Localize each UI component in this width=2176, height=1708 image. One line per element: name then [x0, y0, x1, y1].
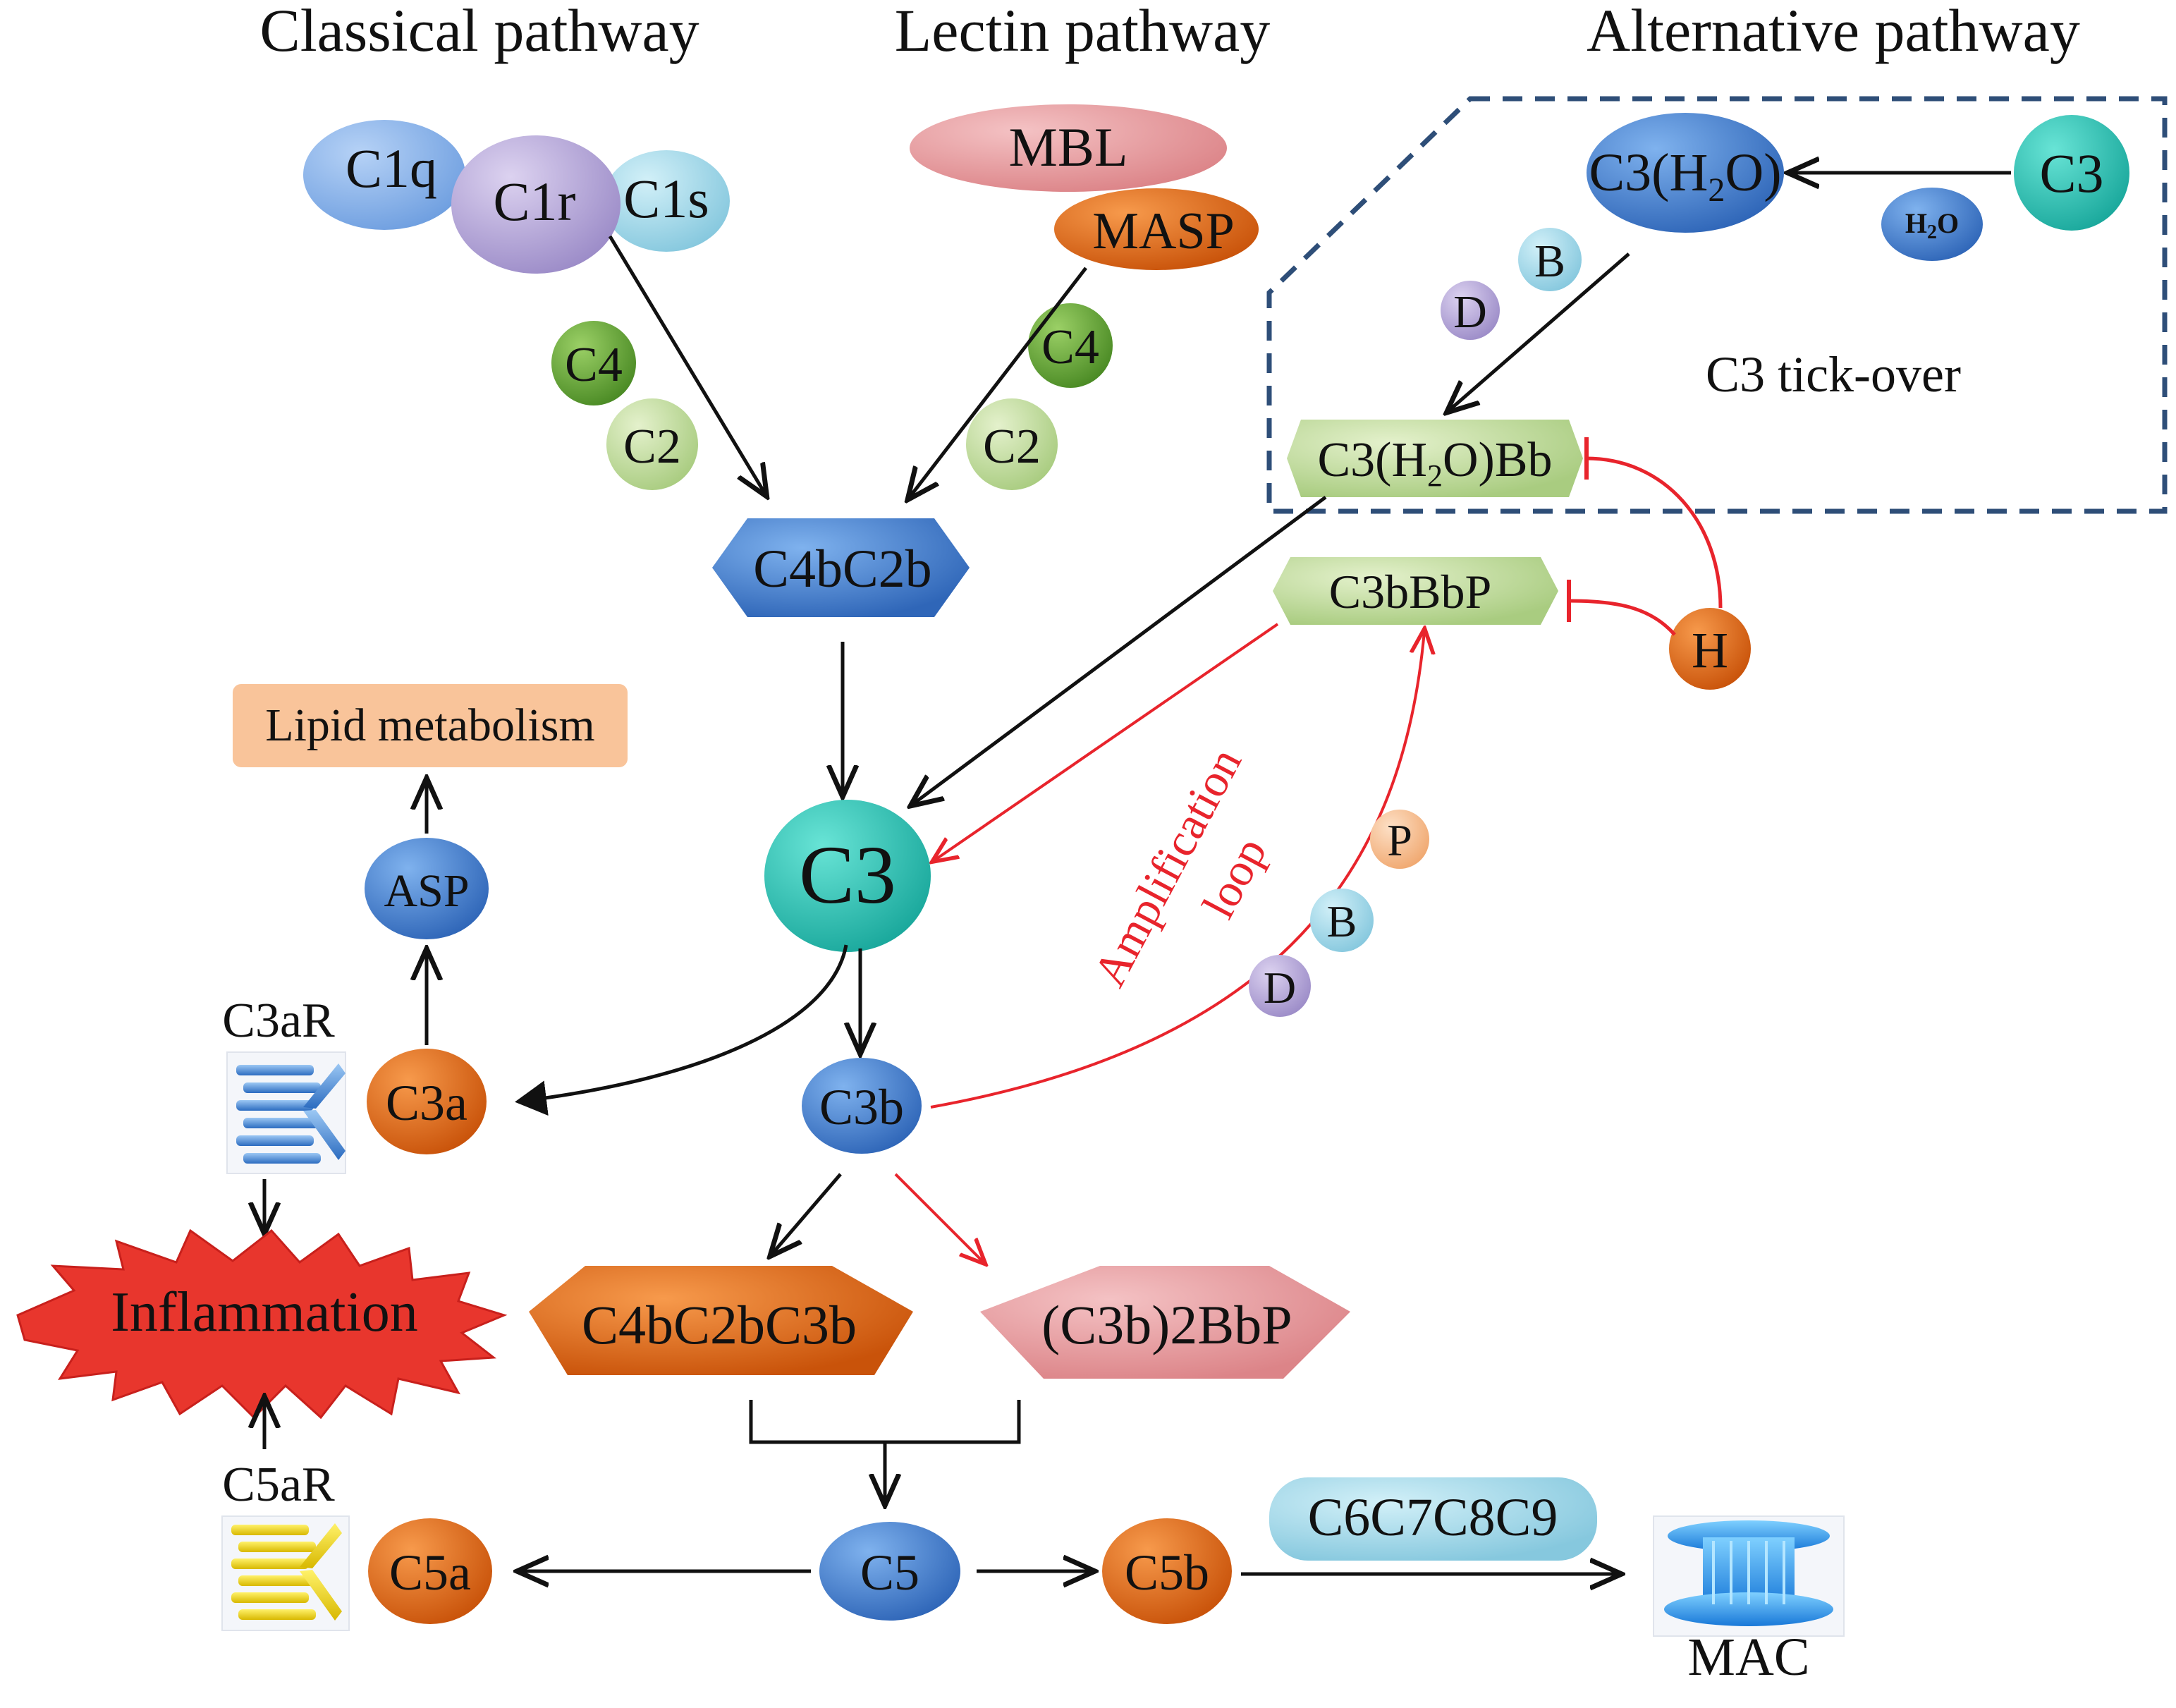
c1s-label: C1s: [623, 168, 709, 229]
asp-node: [365, 838, 489, 939]
c3b-node: [802, 1058, 922, 1154]
classical-c2-label: C2: [623, 420, 681, 474]
lectin-c4-label: C4: [1041, 320, 1099, 374]
masp-label: MASP: [1092, 202, 1235, 260]
c6c9-label: C6C7C8C9: [1308, 1488, 1558, 1547]
arrow-c3h2o-to-c3h2obb: [1449, 252, 1630, 410]
lipid-metabolism-box: [233, 684, 628, 767]
c5-node: [819, 1522, 960, 1621]
tick-over-dashed-region: [1266, 96, 2168, 514]
c5a-node: [368, 1518, 492, 1624]
masp-node: [1054, 188, 1259, 270]
c5ar-label: C5aR: [222, 1458, 335, 1512]
alt-c3-label: C3: [2039, 142, 2103, 204]
arrow-c3bbbp-to-c3: [934, 623, 1279, 860]
c5-label: C5: [860, 1544, 919, 1601]
lectin-pathway-header: Lectin pathway: [895, 0, 1271, 64]
asp-label: ASP: [384, 865, 469, 917]
arrow-c1-to-c4bc2b: [608, 235, 765, 494]
c3b2bbp-label: (C3b)2BbP: [1041, 1294, 1292, 1355]
lectin-c2-node: [966, 398, 1058, 490]
inhibit-h-c3bbbp: [1568, 599, 1676, 636]
c3bbbp-label: C3bBbP: [1329, 565, 1492, 618]
c3h2o-label: C3(H2O): [1589, 143, 1781, 209]
lectin-c2-label: C2: [983, 420, 1041, 474]
c3ar-receptor-icon: [226, 1051, 346, 1174]
arrow-c3-to-c3a: [515, 944, 848, 1116]
inflammation-label: Inflammation: [111, 1281, 417, 1343]
h2o-node: [1881, 188, 1983, 261]
alt-c3-node: [2014, 115, 2129, 231]
mac-label: MAC: [1687, 1628, 1809, 1687]
h2o-label: H2O: [1905, 207, 1959, 243]
tick-over-label: C3 tick-over: [1706, 346, 1961, 403]
c1s-node: [603, 150, 730, 252]
loop-p-label: P: [1387, 815, 1412, 865]
c5ar-receptor-icon: [221, 1515, 350, 1631]
arrow-c3h2obb-to-c3: [913, 495, 1327, 804]
c5b-node: [1102, 1518, 1232, 1624]
arrow-masp-to-c4bc2b: [910, 267, 1087, 497]
c3b2bbp-node: [980, 1266, 1350, 1379]
arrow-c3b-to-c4bc2bc3b: [772, 1173, 842, 1254]
loop-d-node: [1249, 955, 1311, 1017]
c3ar-label: C3aR: [222, 994, 335, 1048]
inhibit-h-c3h2obb: [1586, 456, 1723, 609]
c3b-label: C3b: [819, 1079, 904, 1135]
c1r-label: C1r: [494, 171, 576, 232]
central-c3-label: C3: [799, 829, 896, 921]
c5a-label: C5a: [389, 1544, 471, 1601]
c3h2obb-label: C3(H2O)Bb: [1317, 433, 1552, 493]
factor-h-node: [1669, 608, 1751, 690]
c1q-node: [303, 120, 465, 230]
c3h2obb-node: [1287, 420, 1583, 497]
c4bc2bc3b-label: C4bC2bC3b: [582, 1294, 857, 1355]
c6c9-box: [1269, 1477, 1597, 1561]
classical-pathway-header: Classical pathway: [259, 0, 699, 64]
classical-c4-label: C4: [565, 338, 623, 392]
c4bc2bc3b-node: [529, 1266, 913, 1375]
c3bbbp-node: [1273, 557, 1558, 625]
loop-b-label: B: [1327, 896, 1357, 946]
convertase-merge-bracket: [749, 1400, 1021, 1444]
tickover-d-node: [1441, 281, 1500, 340]
classical-c2-node: [606, 398, 698, 490]
loop-b-node: [1310, 889, 1374, 952]
arrow-c3b-to-c3b2bbp: [894, 1173, 984, 1262]
loop-d-label: D: [1264, 963, 1296, 1013]
c4bc2b-node: [712, 518, 970, 617]
c3a-label: C3a: [386, 1075, 467, 1131]
c3a-node: [367, 1049, 487, 1154]
central-c3-node: [764, 800, 931, 952]
mbl-label: MBL: [1008, 116, 1127, 178]
mac-pore-icon: [1653, 1515, 1845, 1637]
c4bc2b-label: C4bC2b: [753, 539, 931, 599]
mbl-node: [910, 104, 1227, 192]
tickover-b-label: B: [1534, 236, 1565, 287]
inflammation-starburst: [16, 1228, 508, 1420]
tickover-d-label: D: [1453, 286, 1487, 338]
alternative-pathway-header: Alternative pathway: [1587, 0, 2080, 64]
c5b-label: C5b: [1125, 1544, 1209, 1601]
amplification-loop-curve: [930, 631, 1424, 1109]
c3h2o-node: [1587, 113, 1784, 233]
factor-h-label: H: [1692, 622, 1728, 678]
c1-complex: C1q C1r C1s: [303, 120, 730, 274]
tickover-b-node: [1518, 228, 1582, 291]
lipid-metabolism-label: Lipid metabolism: [265, 700, 594, 751]
classical-c4-node: [551, 321, 636, 405]
lectin-c4-node: [1028, 303, 1113, 388]
c1q-label: C1q: [346, 138, 437, 199]
c1r-node: [451, 135, 621, 274]
loop-p-node: [1370, 810, 1429, 869]
